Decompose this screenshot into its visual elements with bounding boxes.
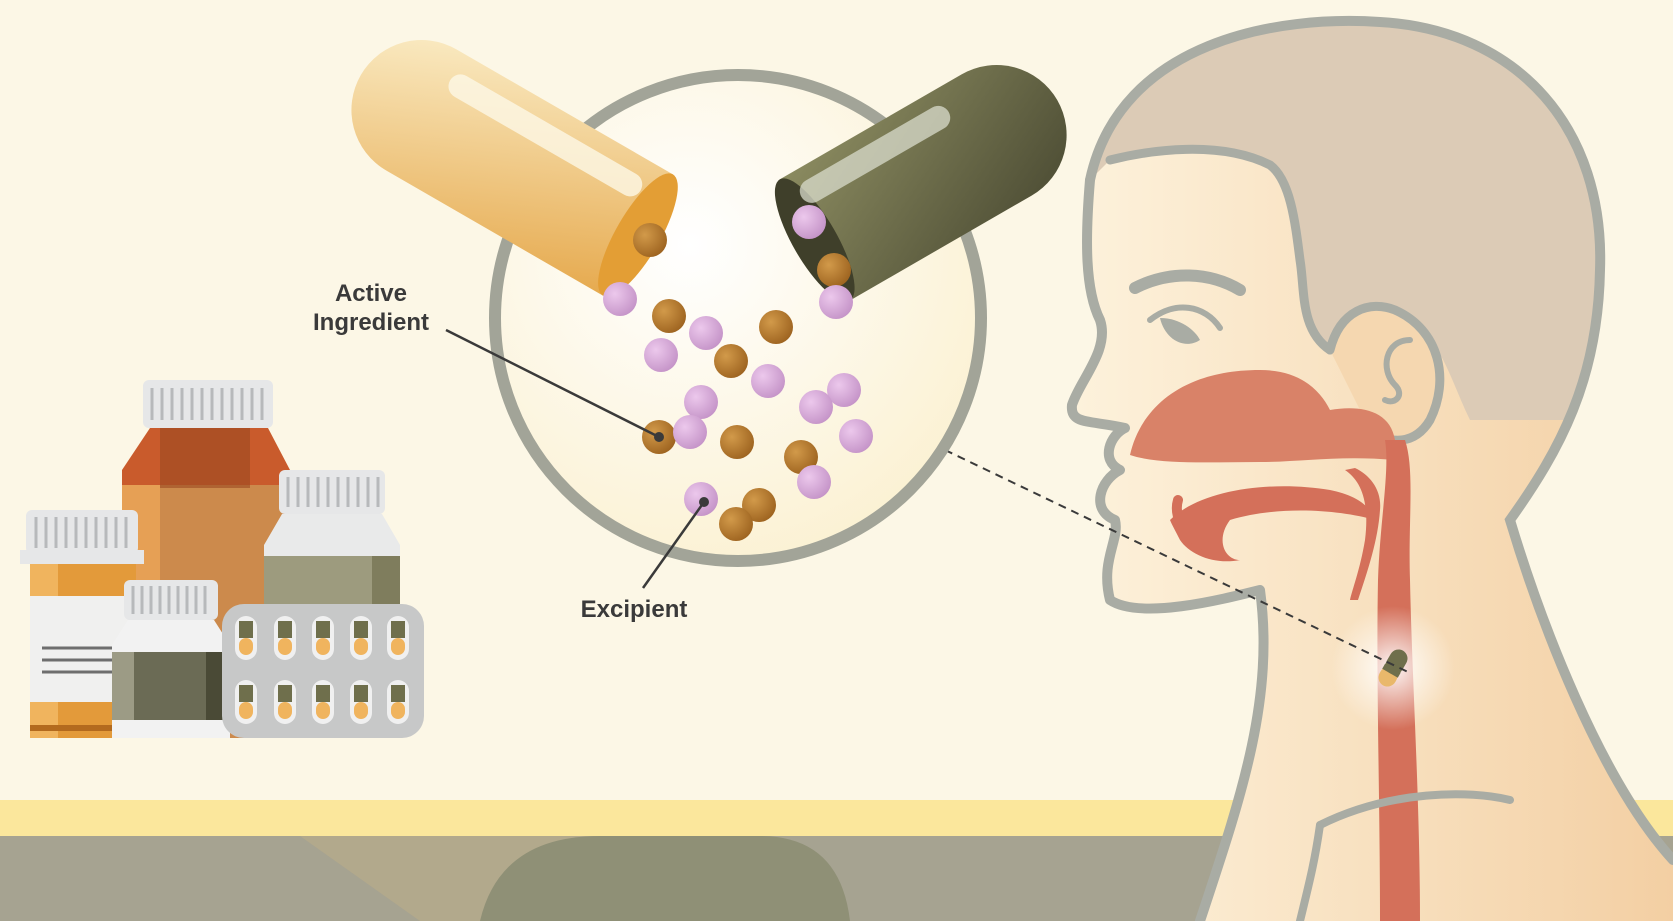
floor-shadow — [480, 836, 850, 921]
pill-bottle-icon — [112, 580, 230, 738]
active-ingredient-label-line2: Ingredient — [313, 309, 429, 336]
blister-pack-icon — [222, 604, 424, 738]
active-ingredient-label-line1: Active — [335, 280, 407, 307]
excipient-label: Excipient — [581, 596, 688, 623]
